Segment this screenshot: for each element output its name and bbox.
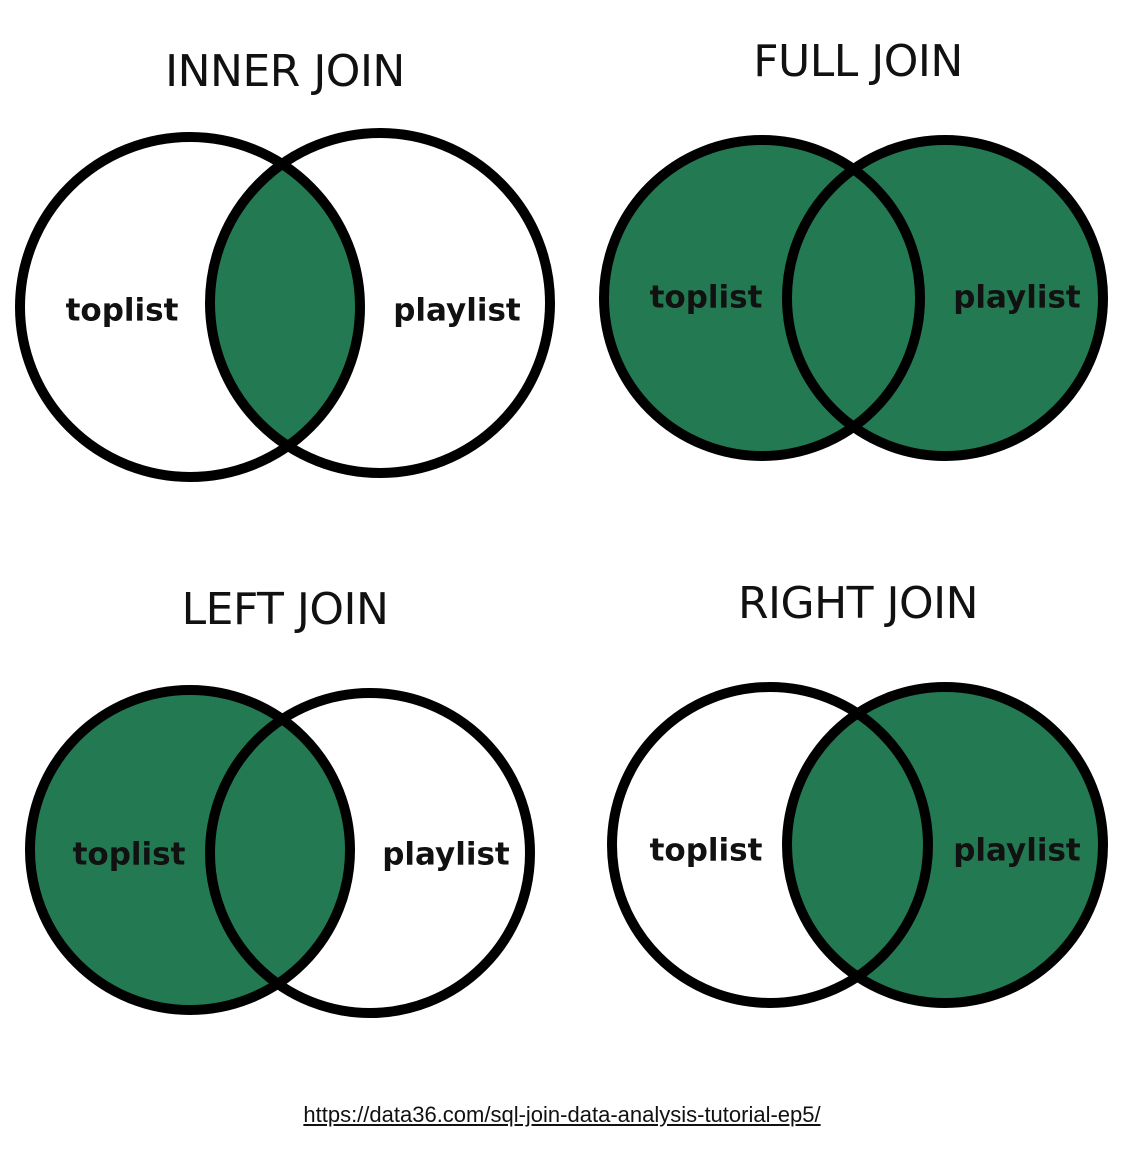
- intersection-region: [210, 693, 350, 1010]
- intersection-region: [787, 687, 928, 1003]
- playlist-label: playlist: [393, 293, 521, 329]
- right-circle-outline: [782, 682, 1108, 1008]
- toplist-label: toplist: [66, 293, 179, 329]
- playlist-label: playlist: [953, 833, 1081, 869]
- left-circle-outline: [15, 132, 365, 482]
- source-link[interactable]: https://data36.com/sql-join-data-analysi…: [303, 1102, 821, 1127]
- left-circle-outline: [607, 682, 933, 1008]
- left-circle-outline: [25, 685, 355, 1015]
- playlist-label: playlist: [953, 280, 1081, 316]
- toplist-label: toplist: [73, 837, 186, 873]
- full-join-diagram: toplist playlist: [599, 135, 1108, 461]
- inner-join-title: INNER JOIN: [165, 46, 405, 97]
- right-circle-outline: [205, 688, 535, 1018]
- toplist-label: toplist: [650, 280, 763, 316]
- left-join-title: LEFT JOIN: [181, 584, 389, 635]
- right-join-title: RIGHT JOIN: [737, 578, 979, 629]
- playlist-label: playlist: [382, 837, 510, 873]
- full-join-title: FULL JOIN: [753, 36, 963, 87]
- intersection-region: [210, 137, 360, 473]
- left-join-diagram: toplist playlist: [25, 685, 535, 1018]
- left-circle-outline: [599, 135, 925, 461]
- right-join-diagram: toplist playlist: [607, 682, 1108, 1008]
- right-circle-outline: [205, 128, 555, 478]
- right-circle-outline: [782, 135, 1108, 461]
- toplist-label: toplist: [650, 833, 763, 869]
- intersection-region: [787, 140, 920, 456]
- inner-join-diagram: toplist playlist: [15, 128, 555, 482]
